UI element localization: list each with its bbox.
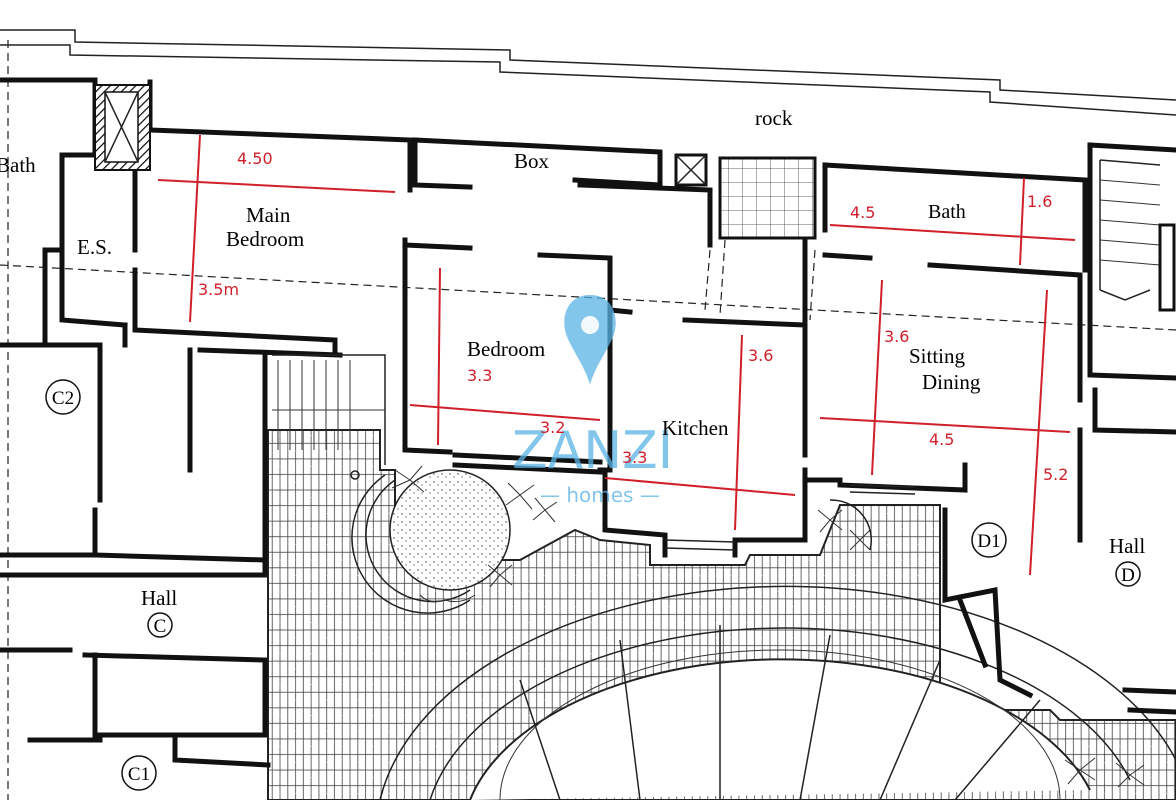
dim-bath-depth: 1.6 [1027,192,1052,211]
marker-d: D [1115,561,1141,587]
svg-text:C1: C1 [128,764,150,785]
staircase-right [1099,159,1176,312]
dim-bath-width: 4.5 [850,203,875,222]
dimension-lines [157,134,1076,576]
svg-text:C: C [154,616,167,637]
watermark-sub: — homes — [540,483,660,507]
planter [350,465,1145,788]
svg-text:C2: C2 [52,388,74,409]
label-hall-c: Hall [141,586,177,610]
marker-c1: C1 [121,755,157,791]
svg-text:D1: D1 [977,531,1000,552]
label-dining: Dining [922,370,981,394]
marker-c: C [147,612,173,638]
dim-bedroom-depth: 3.3 [467,366,492,385]
watermark: ZANZI — homes — [512,295,673,507]
marker-c2: C2 [45,379,81,415]
label-rock: rock [755,106,793,130]
label-bath-left: Bath [0,153,36,177]
location-pin-icon [564,295,616,385]
dim-kitchen-width: 3.3 [622,448,647,467]
dim-sitting-depth-2: 5.2 [1043,465,1068,484]
room-labels: Bath E.S. Main Bedroom Box rock Bath Bed… [0,106,1145,610]
paved-courtyard [267,429,1176,800]
label-bath-right: Bath [928,201,966,223]
dim-bedroom-width: 3.2 [540,418,565,437]
dimension-labels: 4.50 3.5m 4.5 1.6 3.3 3.2 3.3 3.6 3.6 4.… [198,149,1068,484]
dim-main-bedroom-depth: 3.5m [198,280,239,299]
watermark-brand: ZANZI [512,421,673,481]
label-bedroom: Bedroom [467,337,545,361]
marker-d1: D1 [971,522,1007,558]
staircase-left [272,354,386,465]
walls [0,77,1176,768]
dim-sitting-width: 4.5 [929,430,954,449]
label-box: Box [514,149,550,173]
label-es: E.S. [77,235,112,259]
dim-main-bedroom-width: 4.50 [237,149,273,168]
markers: C2 C C1 D1 D [45,379,1141,791]
dim-kitchen-depth: 3.6 [748,346,773,365]
label-sitting: Sitting [909,344,966,368]
label-main-bedroom-2: Bedroom [226,227,304,251]
svg-text:D: D [1121,565,1135,586]
label-main-bedroom-1: Main [246,203,291,227]
dim-sitting-depth: 3.6 [884,327,909,346]
label-hall-d: Hall [1109,534,1145,558]
label-kitchen: Kitchen [662,416,729,440]
